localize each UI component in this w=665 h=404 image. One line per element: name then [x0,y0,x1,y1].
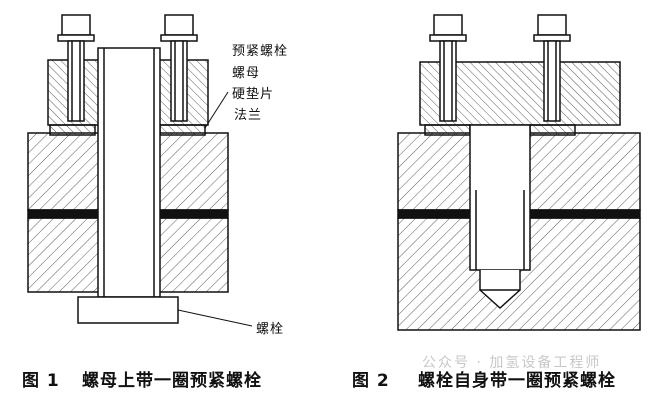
label-bolt: 螺栓 [256,322,285,337]
leader-flange [204,91,229,129]
hard-washer-left [49,124,96,136]
preload-bolt-right [533,14,571,122]
figure-2 [397,14,641,331]
leader-bolt [177,309,253,327]
figure-1-caption: 螺母上带一圈预紧螺栓 [82,371,262,391]
label-preload-bolt: 预紧螺栓 [232,44,289,59]
label-nut: 螺母 [232,66,261,81]
bolt-body [469,124,531,271]
label-flange: 法兰 [234,108,263,123]
label-hard-washer: 硬垫片 [232,87,275,102]
bolt-tip [479,270,521,310]
hard-washer-right [529,124,576,136]
figure-1-number: 图 1 [22,371,60,391]
main-bolt-shank [97,47,161,298]
watermark: 公众号 · 加氢设备工程师 [422,355,602,371]
figure-2-number: 图 2 [352,371,390,391]
hard-washer-left [424,124,471,136]
figure-2-caption: 螺栓自身带一圈预紧螺栓 [418,371,616,391]
preload-bolt-left [57,14,95,122]
figure-1 [27,14,253,327]
preload-bolt-right [160,14,198,122]
preload-bolt-left [429,14,467,122]
hard-washer-right [159,124,206,136]
bolt-head [77,296,179,324]
